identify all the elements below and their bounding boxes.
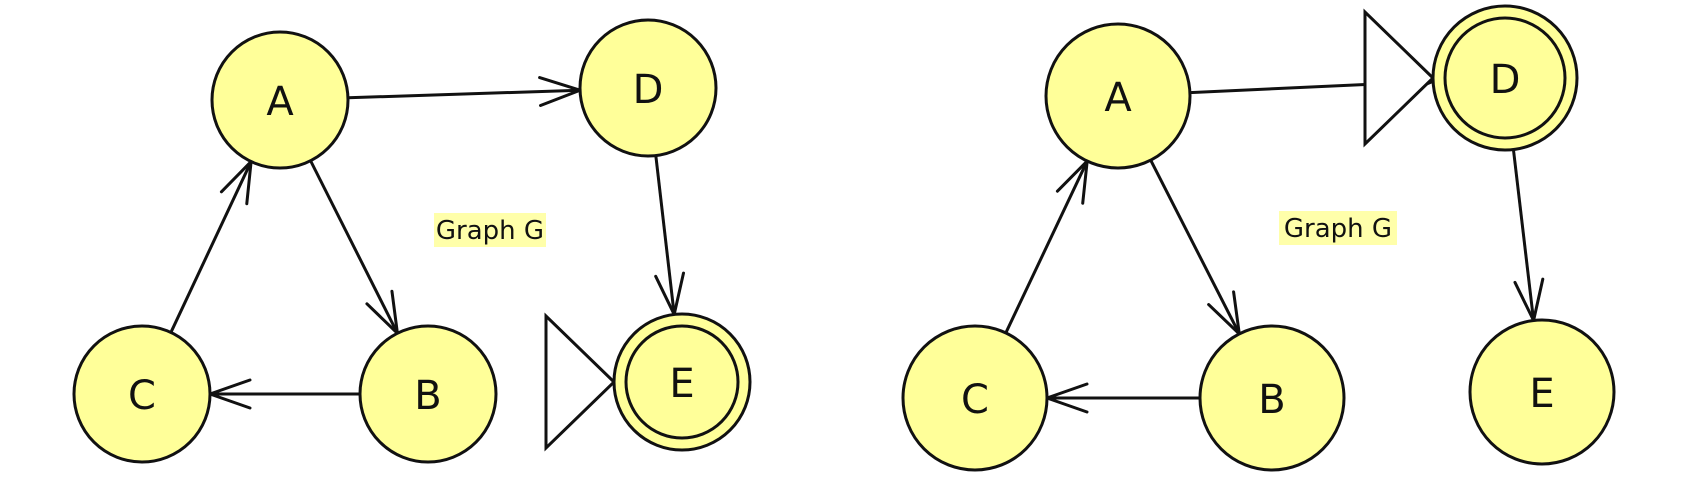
caption-text: Graph G bbox=[1284, 214, 1392, 244]
node-D[interactable]: D bbox=[578, 18, 718, 158]
edge-line bbox=[1149, 159, 1241, 335]
edge-D-E bbox=[1511, 149, 1545, 322]
node-circle bbox=[901, 324, 1049, 472]
node-circle bbox=[210, 30, 350, 170]
edge-A-B bbox=[1149, 159, 1241, 336]
start-state-marker-icon bbox=[544, 312, 617, 452]
node-D[interactable]: D bbox=[1431, 4, 1579, 152]
node-label: C bbox=[128, 373, 156, 419]
edge-A-D bbox=[347, 76, 582, 108]
caption-background bbox=[434, 213, 546, 247]
arrowhead-icon bbox=[1055, 159, 1089, 205]
graph-left: A D C B E Graph G bbox=[72, 18, 752, 464]
node-circle bbox=[1044, 22, 1192, 170]
node-circle bbox=[358, 324, 498, 464]
node-A[interactable]: A bbox=[210, 30, 350, 170]
node-label: D bbox=[1490, 57, 1521, 103]
graph-caption: Graph G bbox=[434, 213, 546, 247]
node-A[interactable]: A bbox=[1044, 22, 1192, 170]
node-B[interactable]: B bbox=[358, 324, 498, 464]
node-C[interactable]: C bbox=[72, 324, 212, 464]
node-label: C bbox=[961, 377, 989, 423]
node-label: D bbox=[633, 67, 664, 113]
edge-B-C bbox=[208, 378, 360, 410]
graph-caption: Graph G bbox=[1279, 211, 1397, 245]
node-label: E bbox=[1529, 371, 1554, 417]
node-C[interactable]: C bbox=[901, 324, 1049, 472]
accepting-ring bbox=[1443, 16, 1567, 140]
edge-D-E bbox=[654, 155, 685, 316]
node-label: A bbox=[266, 79, 294, 125]
node-E[interactable]: E bbox=[612, 312, 752, 452]
graph-right: A D C B E Graph G bbox=[901, 4, 1616, 472]
edge-line bbox=[347, 88, 581, 100]
node-label: B bbox=[1258, 377, 1285, 423]
node-B[interactable]: B bbox=[1198, 324, 1346, 472]
edge-line bbox=[1004, 160, 1089, 334]
edge-C-A bbox=[169, 160, 253, 334]
edge-B-C bbox=[1045, 382, 1200, 414]
start-state-marker-icon bbox=[1363, 8, 1436, 148]
edge-line bbox=[1511, 149, 1536, 321]
arrowhead-icon bbox=[365, 289, 399, 335]
arrowhead-icon bbox=[219, 160, 253, 206]
arrowhead-icon bbox=[1207, 290, 1241, 336]
edge-line bbox=[654, 155, 676, 315]
node-label: E bbox=[669, 361, 694, 407]
node-circle bbox=[72, 324, 212, 464]
edge-line bbox=[169, 160, 253, 334]
caption-text: Graph G bbox=[436, 216, 544, 246]
node-circle bbox=[1198, 324, 1346, 472]
node-E[interactable]: E bbox=[1468, 318, 1616, 466]
node-circle bbox=[612, 312, 752, 452]
node-circle bbox=[1468, 318, 1616, 466]
accepting-ring bbox=[624, 324, 740, 440]
node-label: B bbox=[414, 373, 441, 419]
node-label: A bbox=[1104, 75, 1132, 121]
edge-line bbox=[309, 160, 399, 334]
caption-background bbox=[1279, 211, 1397, 245]
node-circle bbox=[1431, 4, 1579, 152]
node-circle bbox=[578, 18, 718, 158]
edge-A-B bbox=[309, 160, 399, 335]
edge-C-A bbox=[1004, 159, 1089, 334]
